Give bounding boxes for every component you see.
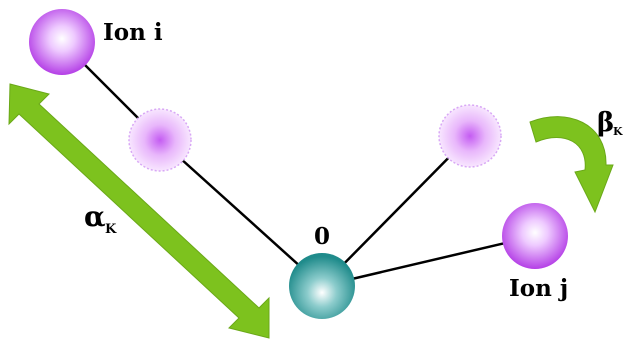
origin-label: 0 [314, 223, 330, 250]
faded-ion-left [128, 108, 192, 172]
origin-atom [289, 253, 355, 319]
bond-origin-to-faded-right [321, 135, 471, 287]
beta-subscript: K [613, 125, 623, 138]
alpha-k-label: α K [84, 200, 117, 237]
faded-ion-right [438, 104, 502, 168]
ion-j-atom [502, 203, 568, 269]
beta-k-curved-arrow [529, 116, 614, 214]
ion-i-atom [29, 9, 95, 75]
alpha-symbol: α [84, 200, 106, 233]
beta-symbol: β [597, 108, 614, 138]
alpha-k-double-arrow [8, 83, 270, 339]
bond-origin-to-ion-j [321, 234, 536, 288]
alpha-subscript: K [105, 222, 117, 237]
bond-faded-to-origin [159, 139, 323, 287]
beta-k-label: β K [597, 108, 623, 138]
ion-i-label: Ion i [103, 19, 163, 46]
ion-j-label: Ion j [509, 275, 568, 302]
